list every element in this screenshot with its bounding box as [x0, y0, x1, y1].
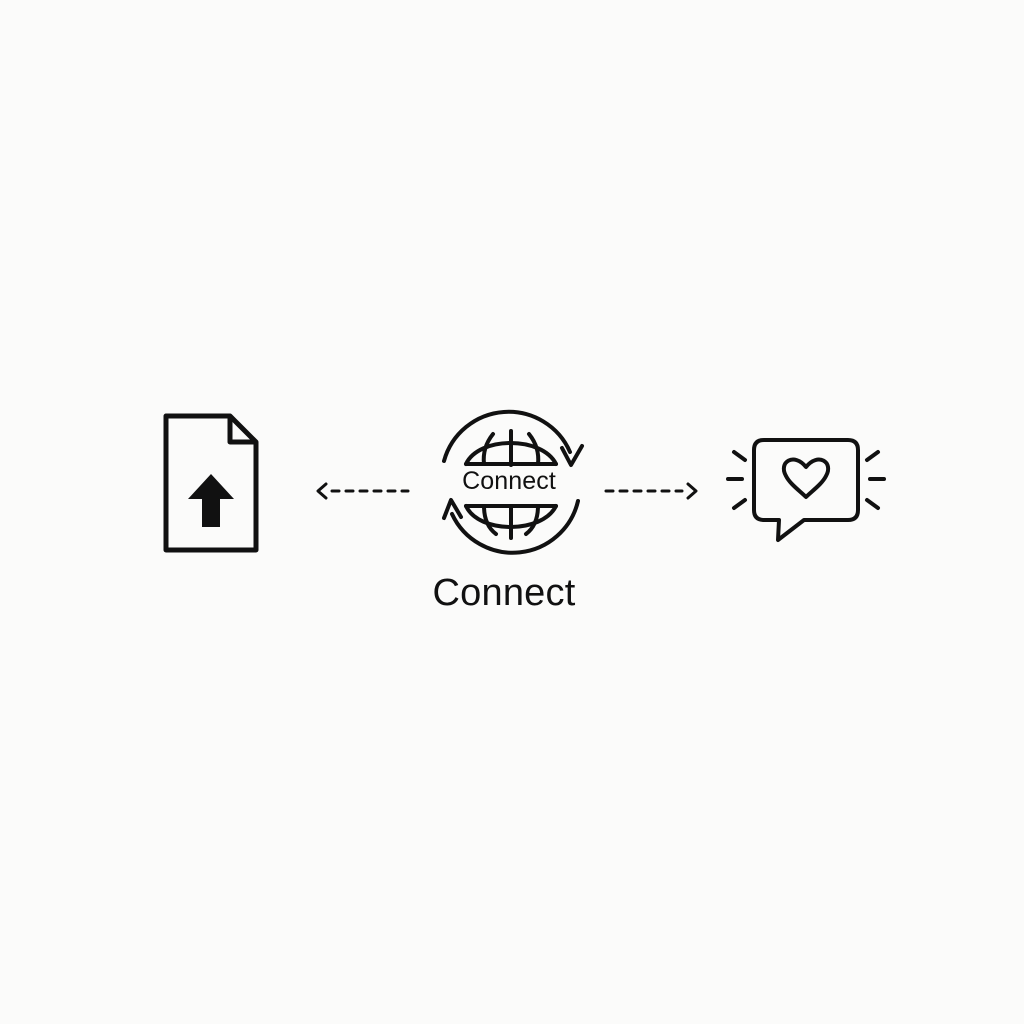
globe-sync-icon [442, 409, 584, 555]
file-upload-icon [163, 413, 259, 553]
chat-heart-icon [726, 438, 886, 542]
right-dashed-arrow [604, 482, 698, 500]
globe-caption: Connect [462, 467, 556, 495]
left-dashed-arrow [316, 482, 410, 500]
diagram-label: Connect [432, 572, 576, 614]
